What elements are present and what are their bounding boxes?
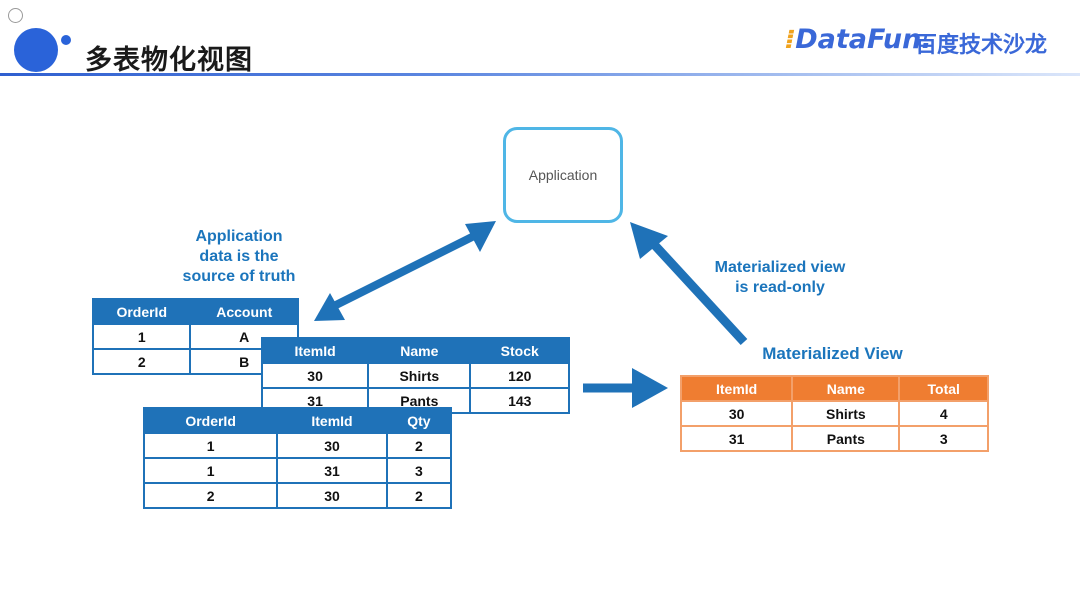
table-cell: 30 <box>276 482 388 509</box>
application-label: Application <box>528 167 598 183</box>
table-row: 30 Shirts 120 <box>260 362 570 389</box>
table-cell: 31 <box>276 457 388 484</box>
table-header-row: OrderId ItemId Qty <box>142 407 453 434</box>
read-arrowhead <box>630 222 668 259</box>
table-cell: 31 <box>679 425 794 452</box>
table-cell: 1 <box>91 323 192 350</box>
table-cell: 2 <box>385 482 453 509</box>
page-title: 多表物化视图 <box>85 45 253 76</box>
table-row: 30 Shirts 4 <box>679 400 989 427</box>
arrowhead-to-application <box>465 221 496 252</box>
column-header: ItemId <box>679 375 794 402</box>
table-cell: 2 <box>142 482 279 509</box>
table-row: 31 Pants 3 <box>679 425 989 452</box>
bidirectional-arrow-line <box>332 228 484 310</box>
table-row: 1 31 3 <box>142 457 453 484</box>
order-items-table: OrderId ItemId Qty 1 30 2 1 31 3 2 30 2 <box>142 407 453 509</box>
read-only-caption: Materialized view is read-only <box>700 258 860 298</box>
table-header-row: ItemId Name Stock <box>260 337 570 364</box>
column-header: Account <box>189 298 299 325</box>
table-header-row: ItemId Name Total <box>679 375 989 402</box>
arrowhead-to-tables <box>314 293 345 321</box>
items-table: ItemId Name Stock 30 Shirts 120 31 Pants… <box>260 337 570 414</box>
column-header: Stock <box>469 337 570 364</box>
table-cell: Shirts <box>791 400 901 427</box>
column-header: OrderId <box>91 298 192 325</box>
table-cell: 1 <box>142 457 279 484</box>
table-cell: 1 <box>142 432 279 459</box>
table-cell: 2 <box>91 348 192 375</box>
caption-line: is read-only <box>735 279 825 296</box>
transform-arrowhead <box>632 368 668 408</box>
source-of-truth-caption: Application data is the source of truth <box>170 227 308 287</box>
materialized-view-title: Materialized View <box>762 344 903 363</box>
application-box: Application <box>503 127 623 223</box>
table-cell: 3 <box>385 457 453 484</box>
materialized-view-table: ItemId Name Total 30 Shirts 4 31 Pants 3 <box>679 375 989 452</box>
header-divider <box>0 73 1080 76</box>
table-header-row: OrderId Account <box>91 298 299 325</box>
table-cell: 143 <box>469 387 570 414</box>
table-cell: 120 <box>469 362 570 389</box>
table-row: 1 A <box>91 323 299 350</box>
caption-line: Materialized view <box>714 259 846 276</box>
table-cell: Pants <box>791 425 901 452</box>
column-header: Total <box>898 375 989 402</box>
table-cell: Shirts <box>367 362 472 389</box>
table-cell: 30 <box>260 362 370 389</box>
caption-line: Application <box>195 228 283 245</box>
decorative-circle <box>14 28 58 72</box>
column-header: Qty <box>385 407 453 434</box>
column-header: OrderId <box>142 407 279 434</box>
read-arrow-line <box>646 236 748 346</box>
caption-line: source of truth <box>182 268 296 285</box>
column-header: ItemId <box>260 337 370 364</box>
datafun-logo: ⁞DataFun. <box>785 24 932 55</box>
baidu-salon-logo: 百度技术沙龙 <box>915 33 1048 58</box>
table-cell: 2 <box>385 432 453 459</box>
decorative-dot <box>61 35 71 45</box>
table-cell: 30 <box>276 432 388 459</box>
table-cell: 30 <box>679 400 794 427</box>
table-row: 2 30 2 <box>142 482 453 509</box>
table-cell: 4 <box>898 400 989 427</box>
column-header: Name <box>791 375 901 402</box>
column-header: Name <box>367 337 472 364</box>
orders-table: OrderId Account 1 A 2 B <box>91 298 299 375</box>
caption-line: data is the <box>199 248 279 265</box>
table-row: 1 30 2 <box>142 432 453 459</box>
decorative-ring <box>8 8 23 23</box>
column-header: ItemId <box>276 407 388 434</box>
table-cell: 3 <box>898 425 989 452</box>
